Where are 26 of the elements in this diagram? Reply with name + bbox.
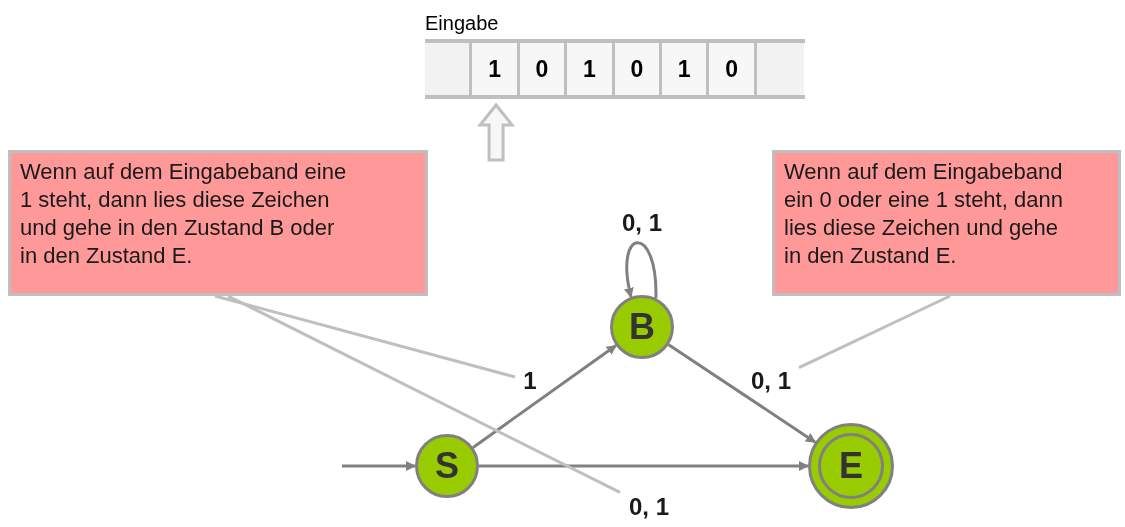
tape-cell xyxy=(614,43,662,95)
tape-cell xyxy=(709,43,757,95)
transition-label: 0, 1 xyxy=(620,492,678,522)
transition-label: 1 xyxy=(515,366,545,396)
tape-cell xyxy=(567,43,615,95)
callout-box xyxy=(772,150,1121,296)
callout-box xyxy=(8,150,428,296)
transition-label: 0, 1 xyxy=(743,366,799,396)
state-name: E xyxy=(839,444,863,488)
state-name: S xyxy=(435,444,459,488)
state-name: B xyxy=(629,305,655,349)
tape-cell xyxy=(519,43,568,95)
tape-symbol: 0 xyxy=(535,54,549,84)
tape-cell xyxy=(472,43,520,95)
tape-symbol: 1 xyxy=(488,54,501,84)
callout-text: Wenn auf dem Eingabeband eine 1 steht, dann lies diese Zeichen und gehe in den Zustand B oder in den Zustand E. xyxy=(20,158,348,270)
tape-cell xyxy=(662,43,710,95)
callout-text: Wenn auf dem Eingabeband ein 0 oder eine 1 steht, dann lies diese Zeichen und gehe in den Zustand E. xyxy=(784,158,1064,270)
tape-symbol: 1 xyxy=(677,54,691,84)
tape-symbol: 0 xyxy=(630,54,644,84)
tape-symbol: 0 xyxy=(725,54,738,84)
empty-tape-cell xyxy=(756,43,805,95)
empty-tape-cell xyxy=(425,43,473,95)
tape-symbol: 1 xyxy=(583,54,596,84)
tape-caption: Eingabe xyxy=(425,11,499,36)
tape-head-arrow xyxy=(476,102,516,162)
